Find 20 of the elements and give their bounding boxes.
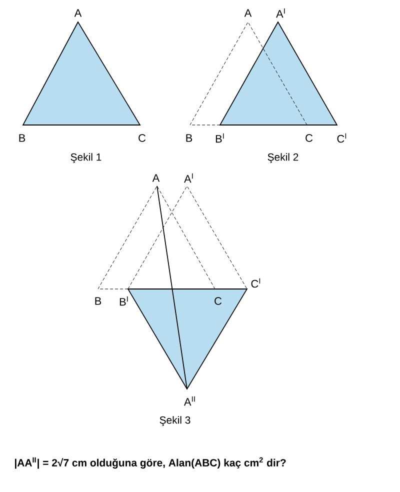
figure-caption: Şekil 3	[160, 416, 190, 426]
point-label: C	[214, 297, 222, 305]
point-label: A$^{I}$	[184, 173, 193, 183]
point-label: B$^{I}$	[216, 133, 224, 143]
point-label: A$^{I}$	[276, 8, 285, 18]
figure-caption: Şekil 1	[70, 153, 102, 163]
point-label: A	[152, 174, 160, 182]
point-label: C	[138, 134, 146, 142]
point-label: A	[244, 9, 252, 17]
question-text: |AA$^{II}$| = 2√7 cm olduğuna göre, Alan(ABC) kaç cm$^{2}$ dir?	[15, 457, 286, 469]
point-label: A$^{II}$	[184, 396, 195, 406]
point-label: B	[186, 134, 192, 142]
point-label: B	[19, 134, 26, 142]
point-label: C	[306, 134, 313, 142]
figure-caption: Şekil 2	[268, 153, 298, 163]
point-label: B	[95, 297, 102, 305]
point-label: A	[74, 9, 82, 17]
point-label: C$^{I}$	[337, 133, 346, 143]
point-label: C$^{I}$	[251, 278, 260, 288]
point-label: B$^{I}$	[120, 296, 128, 306]
